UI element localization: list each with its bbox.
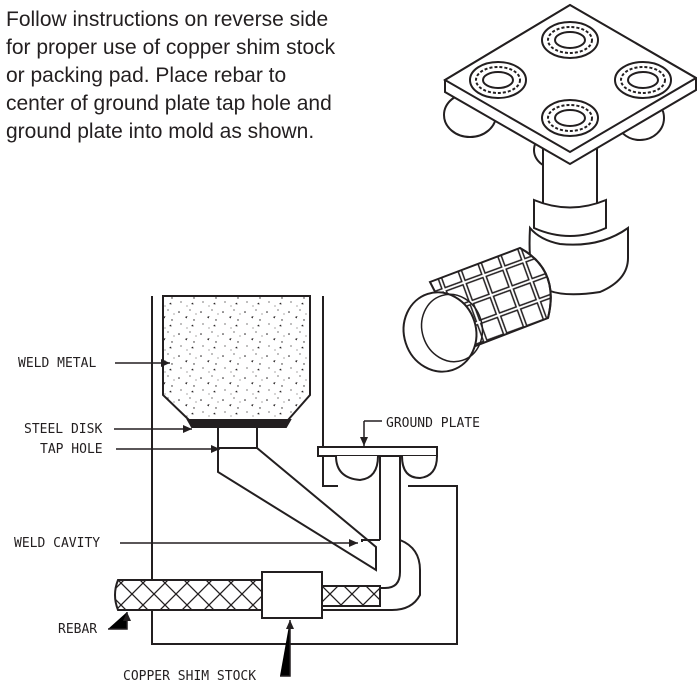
label-tap-hole: TAP HOLE [40,442,220,457]
label-rebar: REBAR [58,612,131,637]
svg-text:STEEL DISK: STEEL DISK [24,422,102,437]
instructions-line: Follow instructions on reverse side [6,8,329,31]
svg-text:COPPER SHIM STOCK: COPPER SHIM STOCK [123,669,256,684]
instructions-text: Follow instructions on reverse side for … [6,6,336,146]
label-copper-shim-stock: COPPER SHIM STOCK [123,620,294,684]
label-steel-disk: STEEL DISK [24,422,192,437]
label-weld-metal: WELD METAL [18,356,170,371]
mold-cross-section [114,295,458,645]
svg-text:WELD CAVITY: WELD CAVITY [14,536,100,551]
svg-text:WELD METAL: WELD METAL [18,356,96,371]
svg-text:GROUND PLATE: GROUND PLATE [386,416,480,431]
svg-text:REBAR: REBAR [58,622,97,637]
svg-text:TAP HOLE: TAP HOLE [40,442,103,457]
ground-plate-3d-illustration [402,3,697,373]
instructions-line: for proper use of copper shim stock [6,36,336,59]
label-ground-plate: GROUND PLATE [360,416,480,446]
instructions-line: ground plate into mold as shown. [6,120,315,143]
instructions-line: center of ground plate tap hole and [6,92,332,115]
instructions-line: or packing pad. Place rebar to [6,64,287,87]
label-weld-cavity: WELD CAVITY [14,536,358,551]
